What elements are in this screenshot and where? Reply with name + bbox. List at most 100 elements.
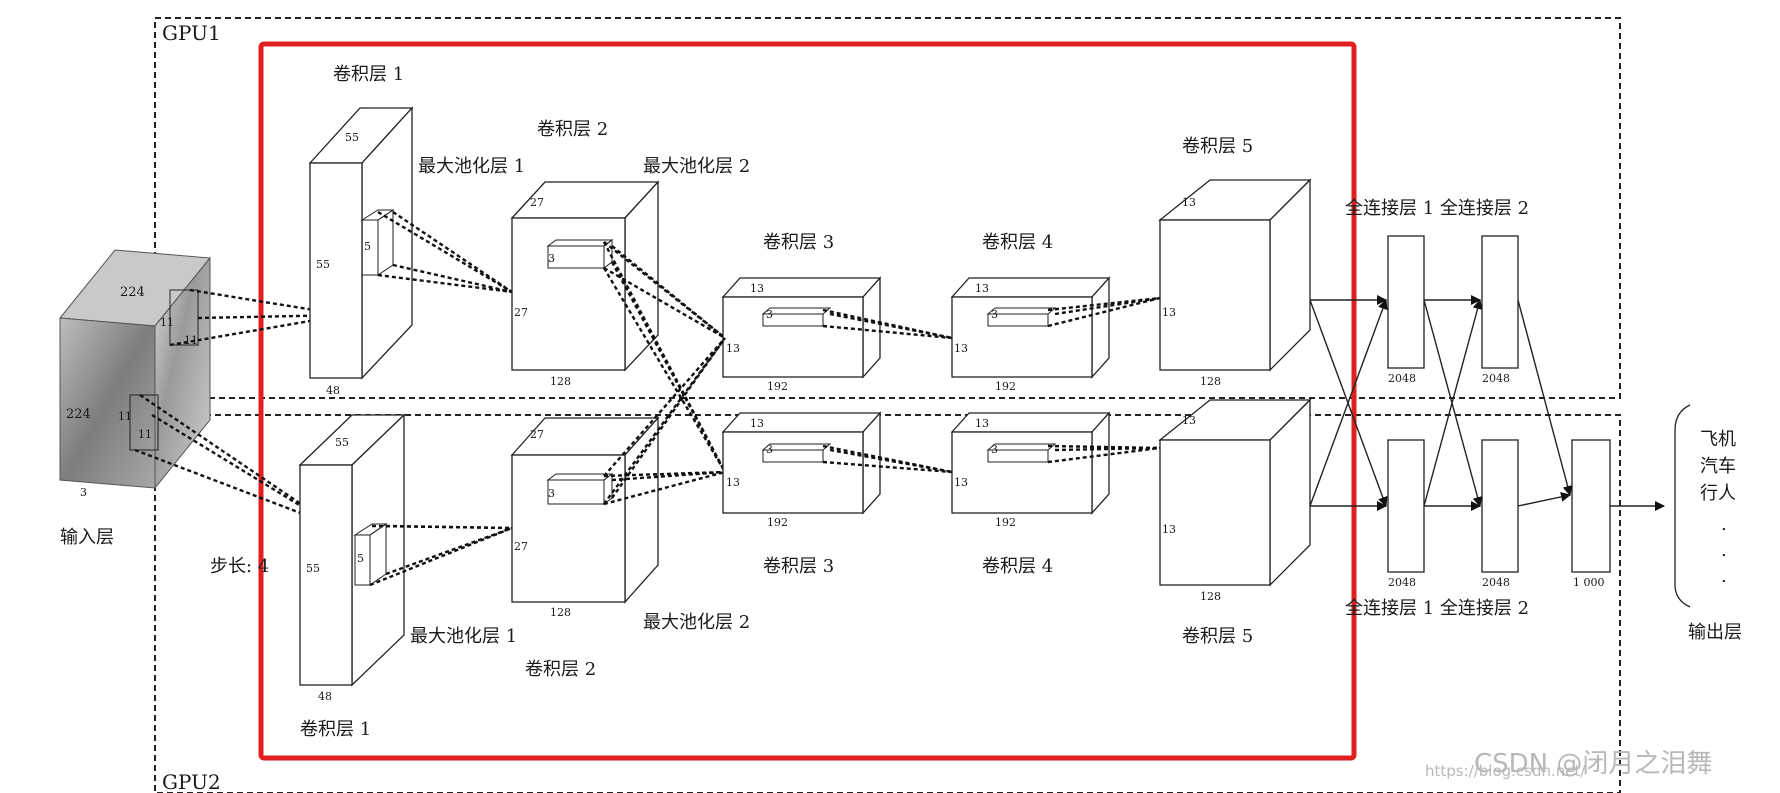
top-conv2-cube bbox=[510, 180, 660, 372]
top-conv1-dim-top: 55 bbox=[345, 131, 359, 144]
bottom-conv4-dim-top: 13 bbox=[975, 417, 989, 430]
fc2-to-fc3-arrows bbox=[1517, 299, 1573, 507]
bottom-pool1-label: 最大池化层 1 bbox=[410, 626, 517, 647]
input-kernel-bottom bbox=[129, 394, 159, 451]
top-conv4-dim-bottom: 192 bbox=[995, 380, 1016, 393]
bottom-pool2-label: 最大池化层 2 bbox=[643, 612, 750, 633]
top-conv4-dim-top: 13 bbox=[975, 282, 989, 295]
fc3-size: 1 000 bbox=[1573, 576, 1605, 589]
bottom-conv3-cube bbox=[721, 411, 882, 515]
highlight-frame bbox=[258, 41, 1357, 761]
top-conv1-kernel-label: 5 bbox=[364, 240, 371, 253]
top-conv2-dim-top: 27 bbox=[530, 196, 544, 209]
gpu1-label: GPU1 bbox=[162, 21, 221, 45]
bottom-conv4-kernel bbox=[986, 443, 1057, 463]
bottom-conv5-label: 卷积层 5 bbox=[1182, 626, 1253, 647]
bottom-fc1-size: 2048 bbox=[1388, 576, 1416, 589]
bottom-conv3-kernel-label: 3 bbox=[766, 443, 773, 456]
bottom-conv3-to-conv4-connections bbox=[822, 444, 953, 474]
top-conv2-label: 卷积层 2 bbox=[537, 119, 608, 140]
bottom-conv4-kernel-label: 3 bbox=[991, 443, 998, 456]
output-class-5: . bbox=[1721, 566, 1727, 587]
bottom-conv2-to-conv3-connections bbox=[603, 337, 726, 506]
top-conv2-kernel-label: 3 bbox=[548, 252, 555, 265]
top-conv3-cube bbox=[721, 276, 882, 379]
input-kernel-bottom-label-b: 11 bbox=[138, 428, 152, 441]
bottom-conv2-dim-bottom: 128 bbox=[550, 606, 571, 619]
bottom-conv4-cube bbox=[950, 411, 1111, 515]
top-conv5-dim-top: 13 bbox=[1182, 196, 1196, 209]
input-height-label: 224 bbox=[66, 407, 91, 422]
top-conv3-dim-top: 13 bbox=[750, 282, 764, 295]
bottom-conv4-dim-bottom: 192 bbox=[995, 516, 1016, 529]
bottom-conv3-label: 卷积层 3 bbox=[763, 556, 834, 577]
gpu1-region bbox=[154, 17, 1621, 399]
output-class-4: . bbox=[1721, 540, 1727, 561]
output-class-3: . bbox=[1721, 514, 1727, 535]
bottom-conv2-cube bbox=[510, 416, 660, 604]
output-class-2: 行人 bbox=[1700, 483, 1736, 504]
top-conv3-label: 卷积层 3 bbox=[763, 232, 834, 253]
top-conv1-dim-side: 55 bbox=[316, 258, 330, 271]
top-conv3-dim-bottom: 192 bbox=[767, 380, 788, 393]
top-fc2-size: 2048 bbox=[1482, 372, 1510, 385]
top-conv2-dim-bottom: 128 bbox=[550, 375, 571, 388]
bottom-conv2-dim-side: 27 bbox=[514, 540, 528, 553]
output-layer-label: 输出层 bbox=[1688, 622, 1742, 643]
bottom-conv2-kernel-label: 3 bbox=[548, 487, 555, 500]
bottom-fc2-size: 2048 bbox=[1482, 576, 1510, 589]
top-conv5-dim-side: 13 bbox=[1162, 306, 1176, 319]
input-kernel-bottom-label-a: 11 bbox=[118, 410, 132, 423]
top-conv1-to-conv2-connections bbox=[377, 210, 513, 294]
top-fc1-box bbox=[1387, 235, 1425, 369]
conv5-to-fc1-arrows bbox=[1309, 295, 1388, 511]
input-image-cube bbox=[59, 249, 211, 490]
top-conv4-cube bbox=[950, 276, 1111, 379]
top-conv3-kernel-label: 3 bbox=[766, 308, 773, 321]
top-conv4-dim-side: 13 bbox=[954, 342, 968, 355]
top-conv1-dim-bottom: 48 bbox=[326, 384, 340, 397]
fc1-to-fc2-arrows bbox=[1423, 295, 1483, 511]
bottom-conv5-dim-bottom: 128 bbox=[1200, 590, 1221, 603]
output-class-1: 汽车 bbox=[1700, 456, 1736, 477]
gpu2-label: GPU2 bbox=[162, 770, 221, 793]
top-conv5-dim-bottom: 128 bbox=[1200, 375, 1221, 388]
top-conv4-to-conv5-connections bbox=[1047, 296, 1161, 328]
bottom-conv3-kernel bbox=[761, 443, 832, 463]
top-fc1-size: 2048 bbox=[1388, 372, 1416, 385]
top-fc2-box bbox=[1481, 235, 1519, 369]
top-conv3-to-conv4-connections bbox=[822, 308, 953, 340]
top-conv1-cube bbox=[308, 106, 414, 380]
top-conv2-dim-side: 27 bbox=[514, 306, 528, 319]
bottom-conv5-dim-side: 13 bbox=[1162, 523, 1176, 536]
bottom-conv2-label: 卷积层 2 bbox=[525, 659, 596, 680]
top-conv4-label: 卷积层 4 bbox=[982, 232, 1053, 253]
output-bracket bbox=[1674, 404, 1691, 608]
bottom-fc-labels: 全连接层 1 全连接层 2 bbox=[1345, 598, 1529, 619]
fc3-box bbox=[1571, 439, 1611, 573]
bottom-conv5-cube bbox=[1158, 398, 1312, 587]
input-width-label: 224 bbox=[120, 285, 145, 300]
top-conv3-kernel bbox=[761, 307, 832, 327]
input-kernel-top-label-a: 11 bbox=[160, 316, 174, 329]
bottom-conv1-label: 卷积层 1 bbox=[300, 719, 371, 740]
bottom-conv4-to-conv5-connections bbox=[1047, 444, 1161, 464]
bottom-conv2-dim-top: 27 bbox=[530, 428, 544, 441]
top-conv5-cube bbox=[1158, 178, 1312, 372]
input-layer-label: 输入层 bbox=[60, 527, 114, 548]
bottom-conv1-dim-side: 55 bbox=[306, 562, 320, 575]
bottom-conv3-dim-bottom: 192 bbox=[767, 516, 788, 529]
input-depth-label: 3 bbox=[80, 486, 87, 499]
bottom-conv1-dim-bottom: 48 bbox=[318, 690, 332, 703]
bottom-conv1-cube bbox=[298, 413, 406, 687]
bottom-fc2-box bbox=[1481, 439, 1519, 573]
bottom-conv4-label: 卷积层 4 bbox=[982, 556, 1053, 577]
top-conv3-dim-side: 13 bbox=[726, 342, 740, 355]
stride-label: 步长: 4 bbox=[210, 556, 269, 577]
gpu2-region bbox=[154, 414, 1621, 793]
top-conv1-label: 卷积层 1 bbox=[333, 64, 404, 85]
bottom-conv1-kernel-label: 5 bbox=[357, 552, 364, 565]
bottom-conv4-dim-side: 13 bbox=[954, 476, 968, 489]
output-class-0: 飞机 bbox=[1700, 429, 1736, 450]
